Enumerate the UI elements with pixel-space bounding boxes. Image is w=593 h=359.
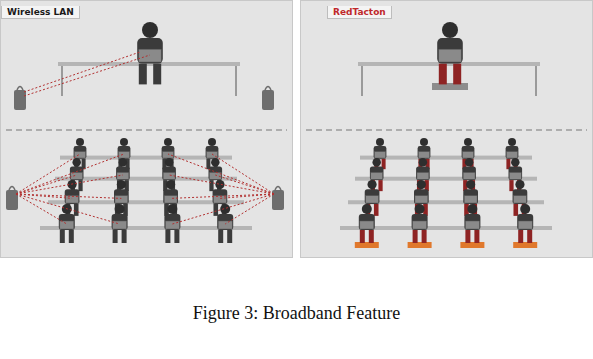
figure-caption: Figure 3: Broadband Feature	[0, 303, 593, 324]
panel-tab-label: Wireless LAN	[1, 6, 80, 19]
panel-tab-label: RedTacton	[327, 6, 392, 19]
